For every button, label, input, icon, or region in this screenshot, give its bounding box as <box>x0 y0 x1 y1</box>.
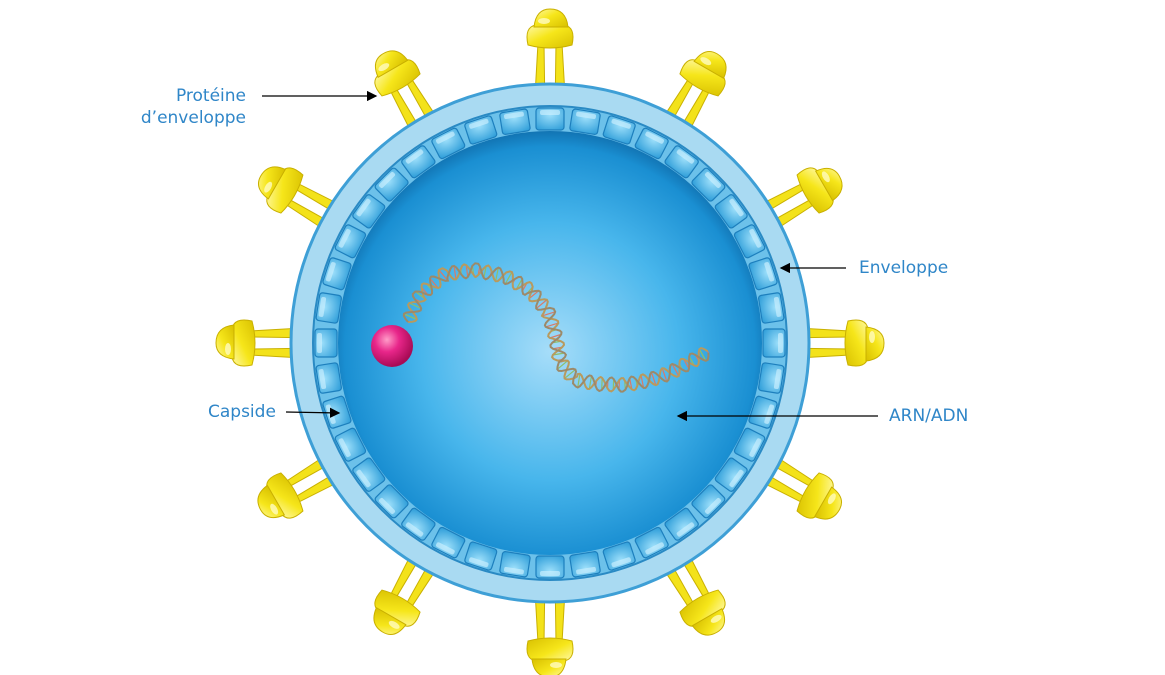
capsid-block <box>401 507 436 541</box>
capsid-block <box>748 257 778 291</box>
base-pair <box>535 299 548 309</box>
capsid-block <box>634 127 669 160</box>
label-capsid: Capside <box>208 402 276 422</box>
label-envelope-protein: Protéine d’enveloppe <box>140 85 246 129</box>
capsid-block <box>664 507 699 541</box>
arrow-capsid <box>285 407 341 419</box>
capsid-block <box>464 541 498 571</box>
capsid-block <box>748 395 778 429</box>
capsid-block <box>315 362 342 394</box>
capsid-block <box>602 115 636 145</box>
base-pair <box>515 278 523 290</box>
capsid-block <box>431 526 466 559</box>
capsid-block <box>535 107 565 131</box>
capsid-block <box>499 551 531 578</box>
capsid-block <box>714 194 748 229</box>
capsid-block <box>401 145 436 179</box>
base-pair <box>408 302 422 310</box>
base-pair <box>403 313 417 320</box>
base-pair <box>707 350 709 354</box>
capsid-block <box>334 427 367 462</box>
base-pair <box>495 267 499 282</box>
base-pair <box>671 363 680 377</box>
capsid-block <box>499 108 531 135</box>
base-pair <box>640 375 645 388</box>
capsid-block <box>602 541 636 571</box>
label-rna-dna: ARN/ADN <box>889 406 969 426</box>
capsid-block <box>535 555 565 579</box>
base-pair <box>438 269 449 282</box>
capsid-block <box>758 292 785 324</box>
base-pair <box>504 271 513 285</box>
label-envelope-protein-line1: Protéine <box>175 86 246 106</box>
base-pair <box>465 265 469 278</box>
capsid-block <box>691 484 726 519</box>
capsid-block <box>464 115 498 145</box>
capsid-block <box>569 551 601 578</box>
capsid-block <box>762 328 786 358</box>
capsid-block <box>374 484 409 519</box>
capsid-block <box>374 167 409 202</box>
base-pair <box>564 369 576 379</box>
capsid-block <box>691 167 726 202</box>
label-envelope: Enveloppe <box>859 258 949 278</box>
capsid-block <box>733 427 766 462</box>
rna-dna-strand <box>402 262 710 393</box>
base-pair <box>661 368 668 382</box>
label-envelope-protein-line2: d’enveloppe <box>140 108 246 128</box>
base-pair <box>650 372 657 386</box>
base-pair <box>549 333 562 339</box>
capsid-block <box>314 328 338 358</box>
base-pair <box>528 290 540 300</box>
capsid-block <box>634 526 669 559</box>
capsid-block <box>431 127 466 160</box>
base-pair <box>483 265 487 279</box>
capsid-block <box>352 194 386 229</box>
base-pair <box>545 322 559 328</box>
polymerase-particle <box>371 325 413 367</box>
capsid-block <box>733 224 766 259</box>
capsid-block <box>352 457 386 492</box>
base-pair <box>552 352 565 356</box>
capsid-block <box>322 257 352 291</box>
capsid-block <box>714 457 748 492</box>
base-pair <box>588 375 593 390</box>
capsid-block <box>569 108 601 135</box>
base-pair <box>453 265 457 280</box>
capsid-block <box>334 224 367 259</box>
base-pair <box>556 360 569 370</box>
capsid <box>314 107 786 579</box>
base-pair <box>698 348 707 362</box>
capsid-block <box>315 292 342 324</box>
backbone <box>402 262 710 393</box>
capsid-block <box>758 362 785 394</box>
base-pair <box>429 277 439 289</box>
capsid-block <box>664 145 699 179</box>
base-pair <box>541 311 556 317</box>
base-pair <box>577 373 581 388</box>
viral-core <box>338 131 762 555</box>
